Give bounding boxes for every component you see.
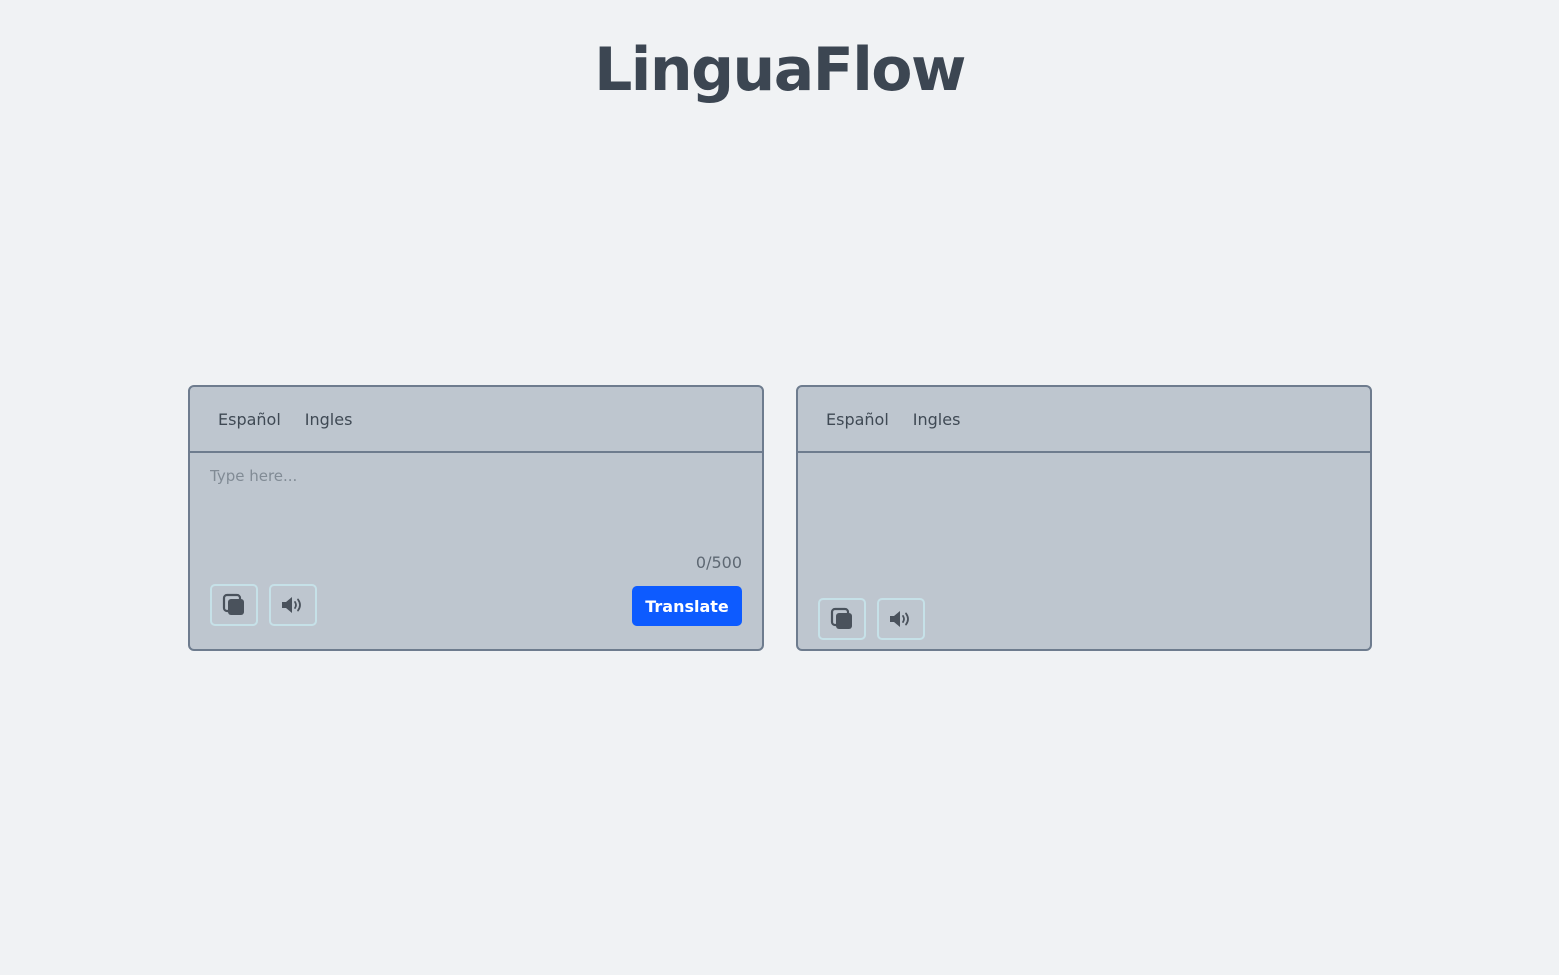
translation-output: [818, 467, 1348, 537]
target-speak-button[interactable]: [877, 598, 925, 640]
target-lang-espanol-tab[interactable]: Español: [826, 409, 889, 429]
app-title: LinguaFlow: [594, 35, 966, 105]
translate-button[interactable]: Translate: [632, 586, 742, 626]
source-lang-ingles-tab[interactable]: Ingles: [304, 409, 353, 429]
target-copy-button[interactable]: [818, 598, 866, 640]
copy-icon: [830, 607, 854, 631]
source-speak-button[interactable]: [269, 584, 317, 626]
speaker-icon: [280, 595, 306, 615]
copy-icon: [222, 593, 246, 617]
target-language-bar: Español Ingles: [798, 387, 1370, 453]
source-language-bar: Español Ingles: [190, 387, 762, 453]
source-lang-espanol-tab[interactable]: Español: [218, 409, 281, 429]
speaker-icon: [888, 609, 914, 629]
char-counter: 0/500: [695, 553, 742, 572]
source-text-input[interactable]: [210, 467, 740, 537]
target-lang-ingles-tab[interactable]: Ingles: [912, 409, 961, 429]
source-panel: Español Ingles 0/500 Translate: [188, 385, 764, 651]
target-panel: Español Ingles: [796, 385, 1372, 651]
source-copy-button[interactable]: [210, 584, 258, 626]
